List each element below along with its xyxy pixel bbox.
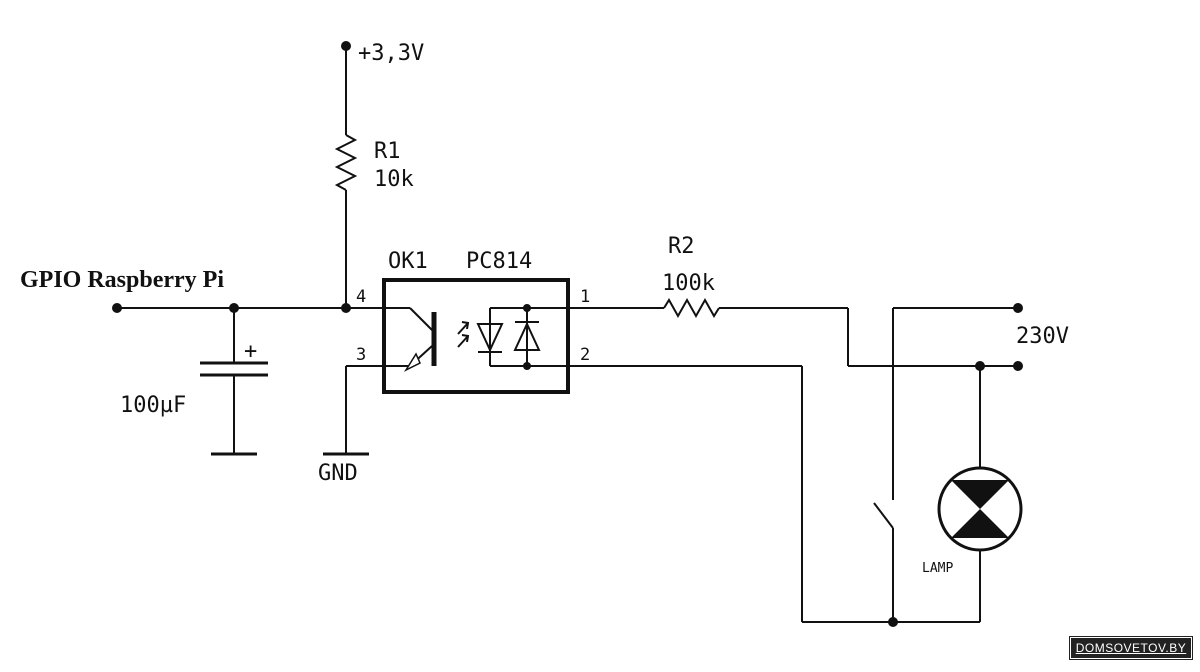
lamp-label: LAMP [922, 561, 953, 576]
ground-symbol [323, 365, 384, 456]
r2-branch [568, 297, 1018, 367]
ground-label: GND [318, 461, 358, 486]
gpio-node [112, 303, 122, 313]
optocoupler-symbol [382, 278, 570, 394]
capacitor-symbol [200, 308, 268, 456]
pin-2-label: 2 [580, 345, 590, 365]
cap-value: 100µF [120, 393, 186, 418]
cap-polarity: + [244, 339, 257, 364]
site-watermark[interactable]: DOMSOVETOV.BY [1069, 636, 1193, 660]
opto-part: PC814 [466, 249, 532, 274]
r1-value: 10k [374, 167, 414, 192]
pin-1-label: 1 [580, 287, 590, 307]
pin-3-label: 3 [356, 345, 366, 365]
mains-label: 230V [1016, 324, 1069, 349]
r2-value: 100k [662, 271, 715, 296]
lamp-symbol [937, 361, 1023, 622]
r1-ref: R1 [374, 139, 401, 164]
gpio-line [112, 303, 384, 313]
r1-junction [341, 303, 351, 313]
switch-symbol [873, 303, 1023, 622]
opto-ref: OK1 [388, 249, 428, 274]
supply-rail [334, 41, 358, 308]
supply-label: +3,3V [358, 41, 424, 66]
supply-node [341, 41, 351, 51]
gpio-title: GPIO Raspberry Pi [20, 267, 224, 293]
r2-ref: R2 [668, 234, 695, 259]
pin2-return [568, 365, 980, 627]
pin-4-label: 4 [356, 287, 366, 307]
